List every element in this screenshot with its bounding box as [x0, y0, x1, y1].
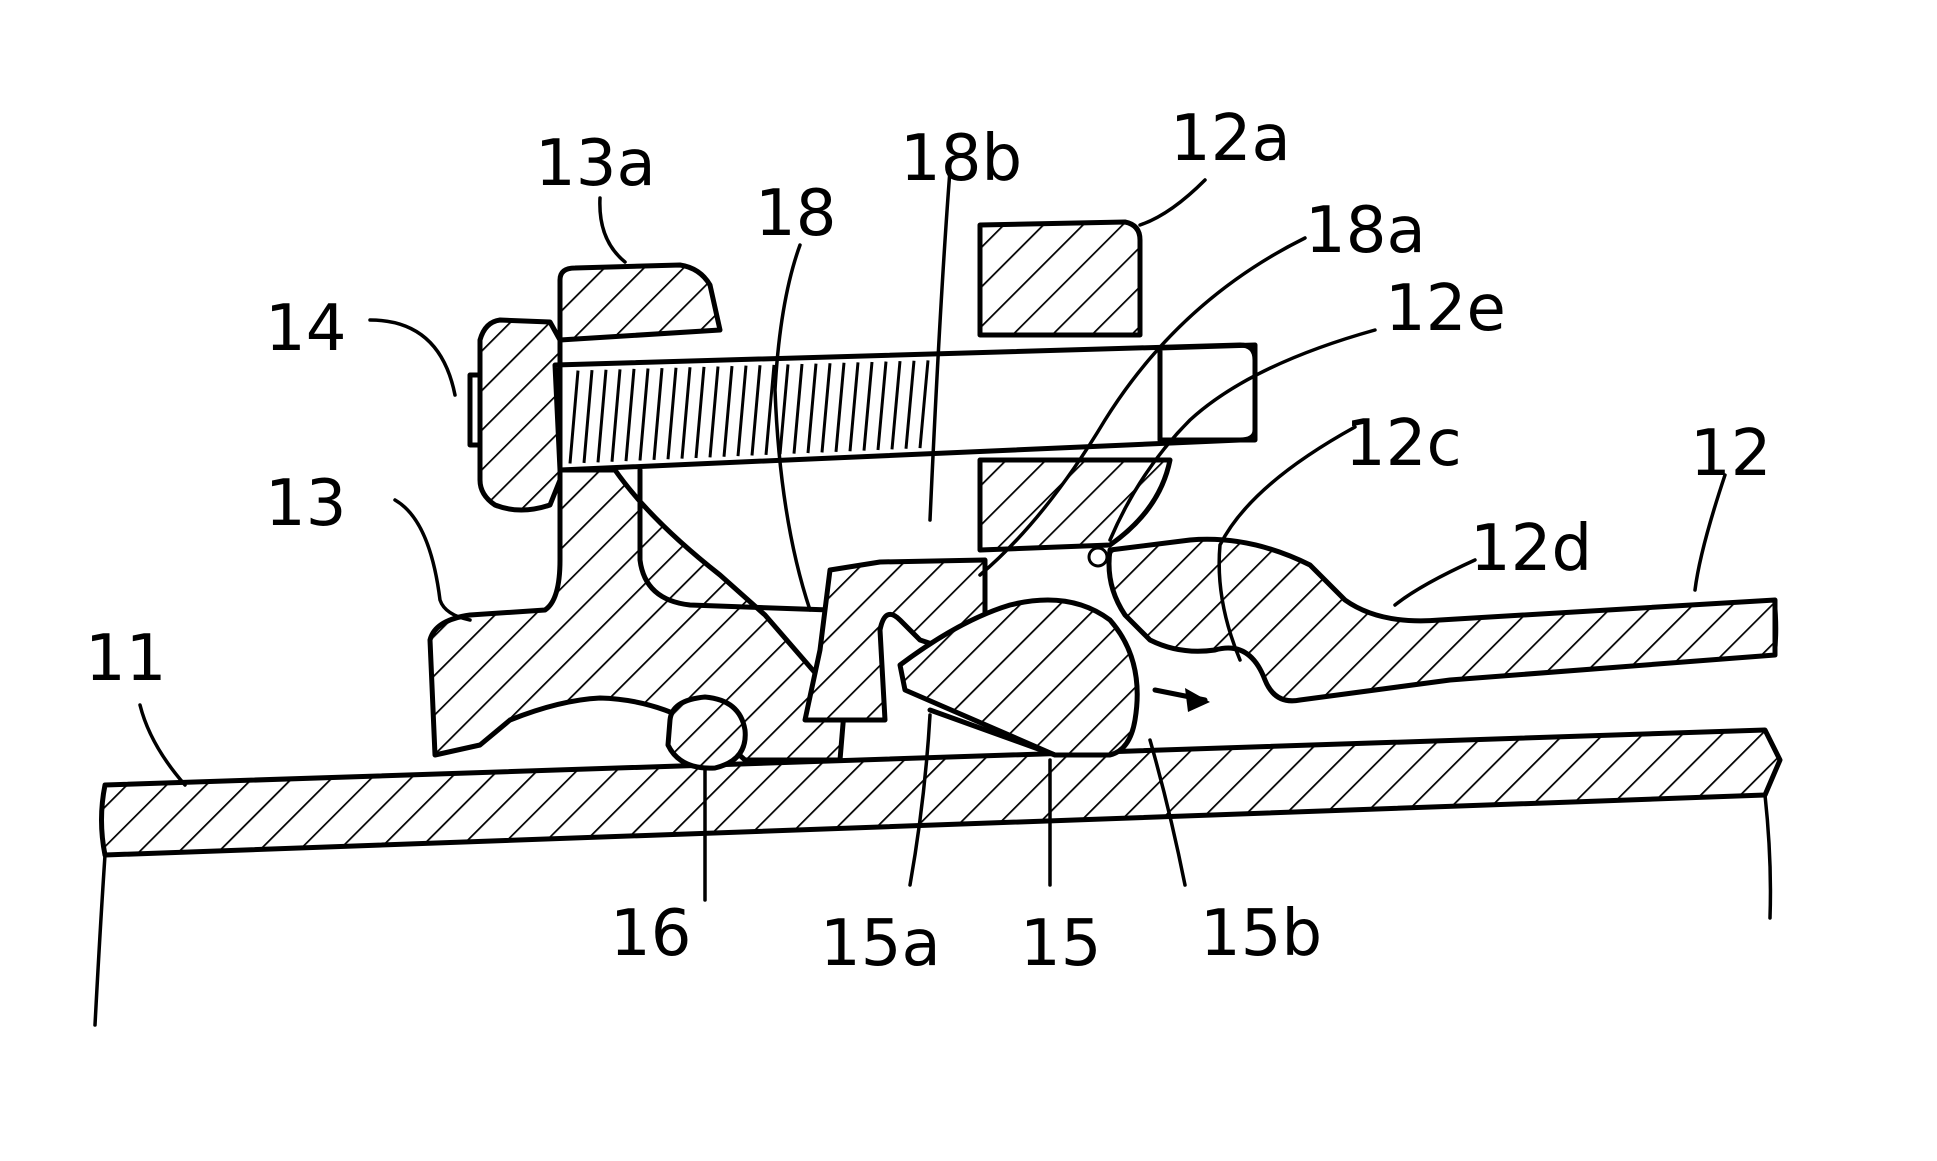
bolt-14-end: [470, 375, 480, 445]
label-12: 12: [1690, 417, 1771, 491]
pipe-12-socket: [1109, 539, 1775, 701]
leader-18b: [930, 170, 950, 520]
bolt-thread-line: [892, 361, 900, 449]
label-12c: 12c: [1345, 407, 1462, 481]
label-12e: 12e: [1385, 272, 1506, 346]
flow-arrow-head-icon: [1185, 688, 1210, 712]
bolt-thread-line: [850, 362, 858, 451]
label-18b: 18b: [900, 122, 1022, 196]
seal-ring-16: [668, 697, 745, 768]
bolt-thread-line: [780, 364, 788, 454]
leader-12d: [1395, 560, 1475, 605]
leader-12: [1695, 475, 1725, 590]
bolt-14-threads: [570, 360, 928, 463]
bolt-thread-line: [808, 364, 816, 453]
label-14: 14: [265, 292, 346, 366]
bolt-thread-line: [654, 368, 662, 460]
leader-14: [370, 320, 455, 395]
label-12a: 12a: [1170, 102, 1291, 176]
label-15a: 15a: [820, 907, 941, 981]
bolt-thread-line: [584, 370, 592, 463]
label-16: 16: [610, 897, 691, 971]
label-15b: 15b: [1200, 897, 1322, 971]
bolt-thread-line: [626, 369, 634, 461]
bolt-thread-line: [906, 361, 914, 449]
leader-13a: [600, 198, 625, 262]
bolt-thread-line: [696, 367, 704, 458]
bolt-thread-line: [920, 360, 928, 448]
pipe-11-right-edge: [1765, 795, 1770, 918]
pipe-11-left-edge: [95, 855, 105, 1025]
bolt-thread-line: [710, 366, 718, 457]
bolt-thread-line: [864, 362, 872, 451]
bolt-thread-line: [570, 371, 578, 464]
label-18: 18: [755, 177, 836, 251]
bolt-thread-line: [724, 366, 732, 457]
label-11: 11: [85, 622, 166, 696]
leader-13: [395, 500, 470, 620]
leader-11: [140, 705, 185, 785]
label-12d: 12d: [1470, 512, 1592, 586]
bolt-14-head: [480, 320, 560, 510]
detail-12e: [1089, 548, 1107, 566]
bolt-thread-line: [598, 370, 606, 463]
bolt-thread-line: [822, 363, 830, 452]
bolt-thread-line: [668, 368, 676, 460]
bolt-14-nut: [1160, 345, 1255, 440]
gland-13: [560, 265, 720, 340]
pipe-12-right-edge: [1775, 600, 1777, 655]
bolt-thread-line: [738, 366, 746, 456]
bolt-thread-line: [682, 367, 690, 458]
label-13a: 13a: [535, 127, 656, 201]
label-15: 15: [1020, 907, 1101, 981]
bolt-thread-line: [640, 369, 648, 461]
bolt-thread-line: [612, 369, 620, 461]
leader-18: [775, 245, 810, 610]
flange-12a-lower: [980, 460, 1170, 550]
pipe-11: [102, 730, 1781, 855]
bolt-thread-line: [836, 363, 844, 452]
bolt-thread-line: [878, 362, 886, 450]
label-18a: 18a: [1305, 194, 1426, 268]
label-13: 13: [265, 467, 346, 541]
bolt-thread-line: [794, 364, 802, 454]
bolt-thread-line: [752, 365, 760, 455]
flange-12a-upper: [980, 222, 1140, 335]
leader-12a: [1140, 180, 1205, 225]
bolt-thread-line: [766, 365, 774, 455]
